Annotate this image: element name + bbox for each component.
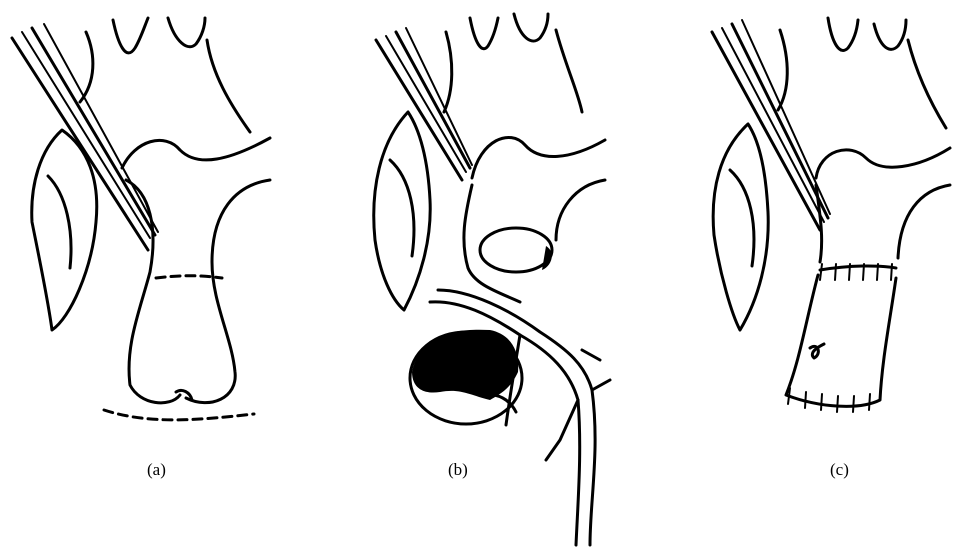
excised-segment bbox=[410, 330, 522, 424]
valve-opening bbox=[480, 228, 552, 272]
left-structure bbox=[713, 124, 768, 330]
surgical-clamp bbox=[712, 20, 830, 230]
panel-a: (a) bbox=[0, 0, 320, 557]
vessel-body bbox=[816, 148, 950, 270]
graft-segment bbox=[786, 264, 896, 412]
aortic-arch bbox=[778, 18, 946, 128]
panel-a-label: (a) bbox=[147, 460, 166, 480]
surgical-clamp bbox=[12, 24, 158, 250]
panel-b-label: (b) bbox=[448, 460, 468, 480]
left-structure bbox=[374, 112, 430, 310]
graft-branch bbox=[430, 290, 610, 545]
panel-c-label: (c) bbox=[830, 460, 849, 480]
lower-incision-line bbox=[104, 410, 254, 420]
aortic-arch bbox=[444, 14, 582, 112]
vessel-body bbox=[122, 138, 270, 403]
panel-c: (c) bbox=[650, 0, 968, 557]
panel-b-drawing bbox=[320, 0, 650, 557]
left-structure bbox=[32, 130, 97, 330]
panel-c-drawing bbox=[650, 0, 968, 557]
aortic-arch bbox=[80, 18, 250, 132]
panel-b: (b) bbox=[320, 0, 650, 557]
vessel-body bbox=[464, 137, 605, 302]
